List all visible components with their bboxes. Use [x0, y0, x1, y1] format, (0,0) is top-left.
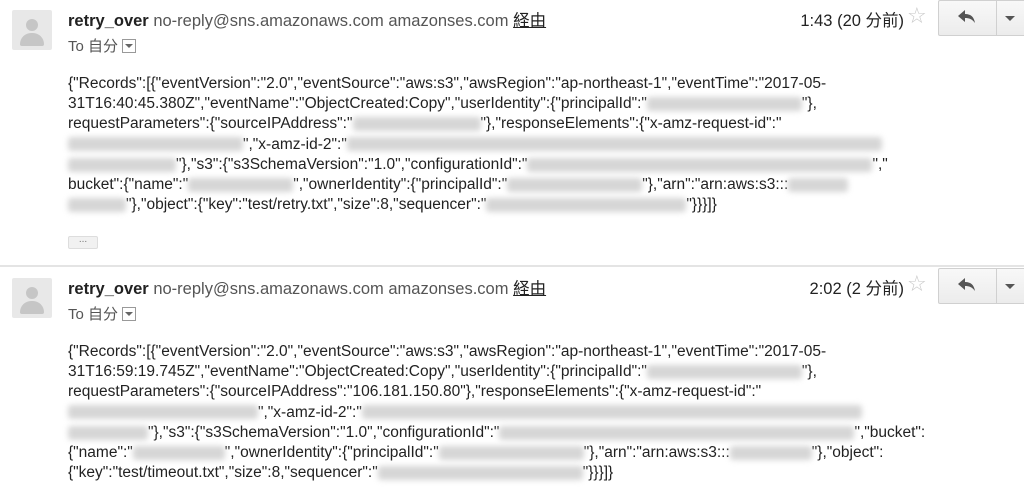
sender-line: retry_over no-reply@sns.amazonaws.com am…: [68, 275, 546, 299]
body-text: bucket":{"name":": [68, 175, 189, 193]
redacted-region: [68, 157, 176, 172]
star-icon[interactable]: ☆: [907, 3, 927, 28]
sender-address: no-reply@sns.amazonaws.com: [153, 280, 384, 298]
via-link[interactable]: 経由: [513, 12, 547, 30]
body-text: 31T16:59:19.745Z","eventName":"ObjectCre…: [68, 363, 647, 381]
message-time: 1:43 (20 分前): [800, 12, 904, 30]
redacted-region: [68, 198, 126, 213]
redacted-region: [729, 445, 812, 460]
redacted-region: [527, 157, 873, 172]
body-text: "}}}]}: [686, 196, 717, 214]
redacted-region: [646, 365, 802, 380]
via-link[interactable]: 経由: [513, 280, 547, 298]
via-domain: amazonses.com: [388, 280, 509, 298]
body-text: ","x-amz-id-2":": [243, 135, 347, 153]
sender-name[interactable]: retry_over: [68, 12, 149, 30]
recipient-line: To 自分: [68, 35, 137, 56]
message-body: {"Records":[{"eventVersion":"2.0","event…: [68, 342, 968, 483]
email-message-1: retry_over no-reply@sns.amazonaws.com am…: [12, 0, 1024, 249]
redacted-region: [486, 198, 687, 213]
redacted-region: [438, 445, 584, 460]
body-text: "},: [801, 95, 817, 113]
sender-line: retry_over no-reply@sns.amazonaws.com am…: [68, 7, 546, 31]
redacted-region: [132, 445, 225, 460]
body-text: ",": [872, 155, 888, 173]
body-text: ","ownerIdentity":{"principalId":": [224, 443, 439, 461]
redacted-region: [361, 405, 862, 420]
body-text: ","x-amz-id-2":": [258, 403, 362, 421]
redacted-region: [68, 425, 148, 440]
redacted-region: [68, 137, 243, 152]
default-avatar-icon: [12, 10, 52, 50]
body-text: "},"responseElements":{"x-amz-request-id…: [480, 115, 782, 133]
to-label: To 自分: [68, 306, 119, 323]
body-text: "},"object":{"key":"test/retry.txt","siz…: [126, 196, 487, 214]
body-text: requestParameters":{"sourceIPAddress":"1…: [68, 383, 762, 401]
sender-address: no-reply@sns.amazonaws.com: [153, 12, 384, 30]
body-text: requestParameters":{"sourceIPAddress":": [68, 115, 353, 133]
body-text: {"Records":[{"eventVersion":"2.0","event…: [68, 75, 827, 92]
body-text: "},: [801, 363, 817, 381]
message-time: 2:02 (2 分前): [809, 280, 904, 298]
body-text: "},"object":: [811, 443, 884, 461]
to-label: To 自分: [68, 38, 119, 55]
details-dropdown-icon[interactable]: [122, 39, 137, 54]
more-actions-button[interactable]: [997, 1, 1024, 35]
body-text: ","ownerIdentity":{"principalId":": [293, 175, 508, 193]
redacted-region: [352, 117, 481, 132]
details-dropdown-icon[interactable]: [122, 307, 137, 322]
star-icon[interactable]: ☆: [907, 271, 927, 296]
redacted-region: [346, 137, 882, 152]
redacted-region: [646, 97, 802, 112]
body-text: {"key":"test/timeout.txt","size":8,"sequ…: [68, 464, 378, 482]
body-text: ","bucket":: [854, 423, 926, 441]
redacted-region: [188, 177, 294, 192]
message-body: {"Records":[{"eventVersion":"2.0","event…: [68, 74, 968, 215]
email-message-2: retry_over no-reply@sns.amazonaws.com am…: [0, 268, 1024, 500]
default-avatar-icon: [12, 278, 52, 318]
message-divider: [0, 265, 1024, 267]
via-domain: amazonses.com: [388, 12, 509, 30]
body-text: "},"arn":"arn:aws:s3:::: [583, 443, 730, 461]
body-text: "},"arn":"arn:aws:s3:::: [642, 175, 789, 193]
redacted-region: [499, 425, 855, 440]
redacted-region: [377, 466, 583, 481]
redacted-region: [507, 177, 643, 192]
more-actions-button[interactable]: [997, 269, 1024, 303]
reply-arrow-icon: [958, 10, 975, 23]
body-text: 31T16:40:45.380Z","eventName":"ObjectCre…: [68, 95, 647, 113]
recipient-line: To 自分: [68, 303, 137, 324]
reply-button-group: [938, 268, 1024, 304]
body-text: {"name":": [68, 443, 133, 461]
reply-arrow-icon: [958, 278, 975, 291]
redacted-region: [68, 405, 258, 420]
sender-name[interactable]: retry_over: [68, 280, 149, 298]
body-text: "}}}]}: [582, 464, 614, 482]
show-trimmed-content-button[interactable]: ...: [68, 235, 98, 249]
body-text: {"Records":[{"eventVersion":"2.0","event…: [68, 343, 827, 360]
redacted-region: [788, 177, 849, 192]
body-text: "},"s3":{"s3SchemaVersion":"1.0","config…: [176, 155, 528, 173]
reply-button-group: [938, 0, 1024, 36]
reply-button[interactable]: [939, 269, 996, 303]
reply-button[interactable]: [939, 1, 996, 35]
body-text: "},"s3":{"s3SchemaVersion":"1.0","config…: [148, 423, 500, 441]
